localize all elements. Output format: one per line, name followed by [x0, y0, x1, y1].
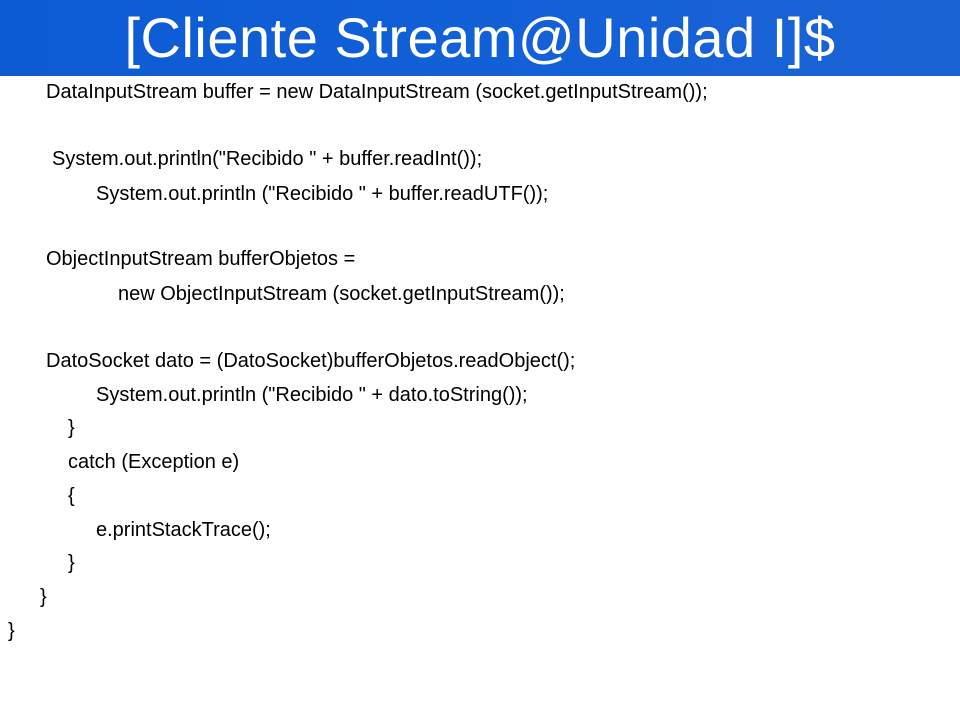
code-line: e.printStackTrace(); [96, 519, 271, 541]
code-line: ObjectInputStream bufferObjetos = [46, 248, 356, 270]
code-line: } [8, 620, 15, 642]
code-line: } [68, 552, 75, 574]
code-line: catch (Exception e) [68, 451, 240, 473]
code-line: } [40, 586, 47, 608]
code-line: System.out.println ("Recibido " + dato.t… [96, 384, 528, 406]
code-line: System.out.println("Recibido " + buffer.… [52, 148, 483, 170]
code-line: { [68, 485, 75, 507]
code-line: new ObjectInputStream (socket.getInputSt… [118, 283, 565, 305]
slide-title: [Cliente Stream@Unidad I]$ [124, 6, 836, 69]
code-line: } [68, 417, 75, 439]
code-line: System.out.println ("Recibido " + buffer… [96, 183, 549, 205]
code-line: DatoSocket dato = (DatoSocket)bufferObje… [46, 350, 576, 372]
code-line: DataInputStream buffer = new DataInputSt… [46, 81, 708, 103]
slide-title-bar: [Cliente Stream@Unidad I]$ [0, 0, 960, 76]
